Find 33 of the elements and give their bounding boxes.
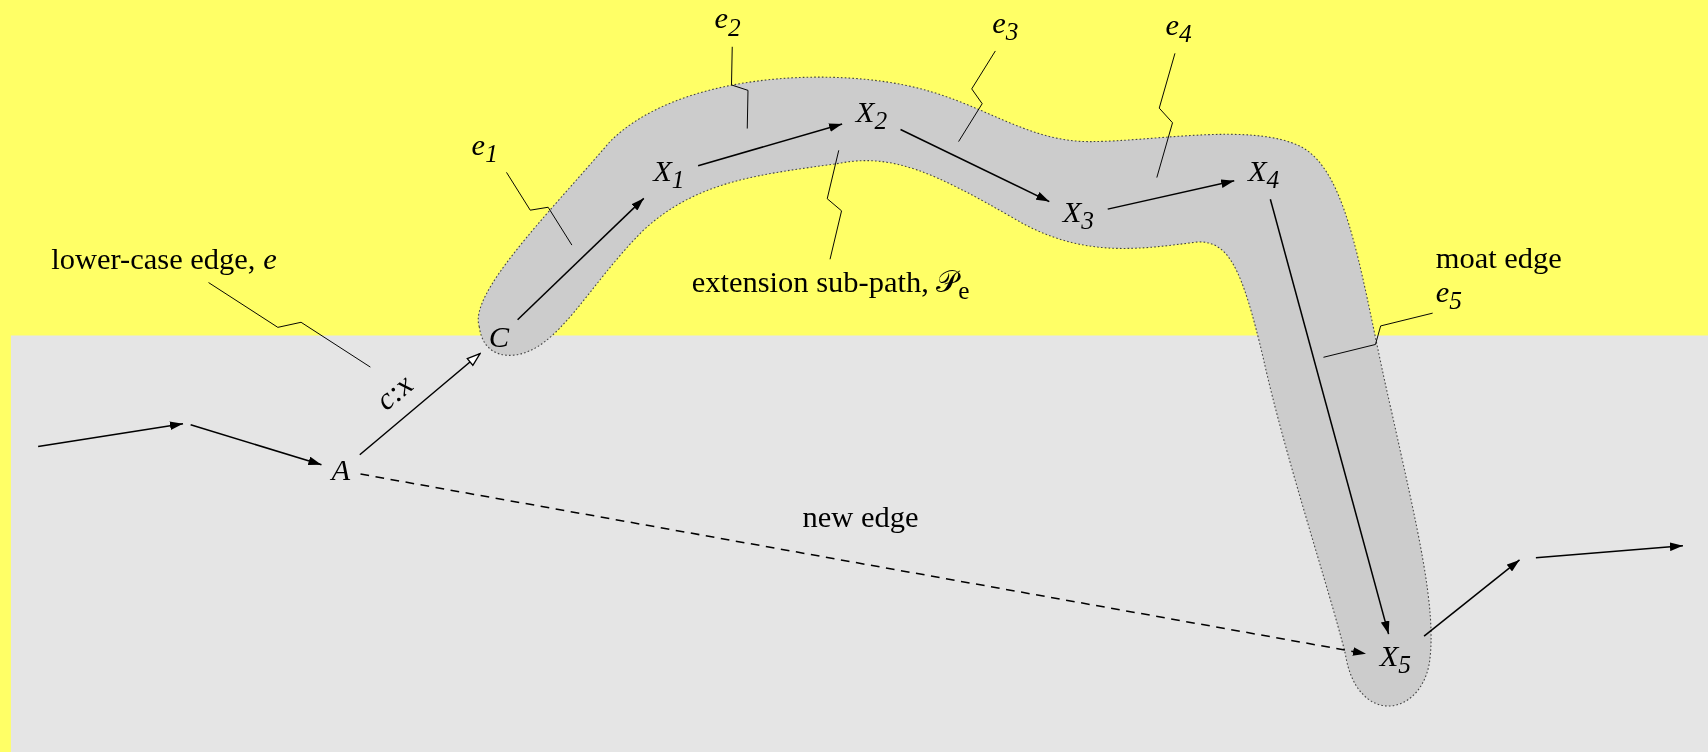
edge-name: e$_{4}$ xyxy=(1165,8,1192,49)
arrow xyxy=(1269,198,1390,635)
leader-line xyxy=(958,50,996,143)
edge-label: new edge xyxy=(802,500,919,535)
leader-line xyxy=(506,171,573,246)
vertex-label: C xyxy=(488,320,510,355)
arrow xyxy=(1106,179,1235,210)
vertex-label: X$_{2}$ xyxy=(855,95,888,136)
arrow xyxy=(697,123,843,167)
annotation-text: extension sub-path, 𝒫$_{e}$ xyxy=(691,265,970,306)
vertex-label: A xyxy=(331,453,351,488)
vertex-label: X$_{3}$ xyxy=(1062,195,1095,236)
edge-name: e$_{3}$ xyxy=(992,6,1019,46)
leader-line xyxy=(826,149,843,260)
arrow xyxy=(1423,559,1521,637)
edge-label: c:x xyxy=(368,366,420,418)
arrow xyxy=(189,424,323,466)
annotation-text: lower-case edge, e xyxy=(51,242,277,276)
leader-line xyxy=(208,282,371,368)
annotation-text: moat edge xyxy=(1435,242,1562,276)
vertex-label: X$_{1}$ xyxy=(653,154,685,195)
edge-name: e$_{2}$ xyxy=(714,2,741,42)
edge-name: e$_{5}$ xyxy=(1435,275,1462,316)
arrow xyxy=(359,352,481,456)
vertex-label: X$_{4}$ xyxy=(1247,154,1280,195)
edge-name: e$_{1}$ xyxy=(471,128,498,168)
leader-line xyxy=(731,46,749,130)
vertex-label: X$_{5}$ xyxy=(1379,639,1412,679)
leader-line xyxy=(1156,52,1176,179)
arrow xyxy=(359,473,1367,656)
arrow xyxy=(516,197,645,321)
arrow xyxy=(899,128,1051,203)
leader-line xyxy=(1323,312,1434,358)
